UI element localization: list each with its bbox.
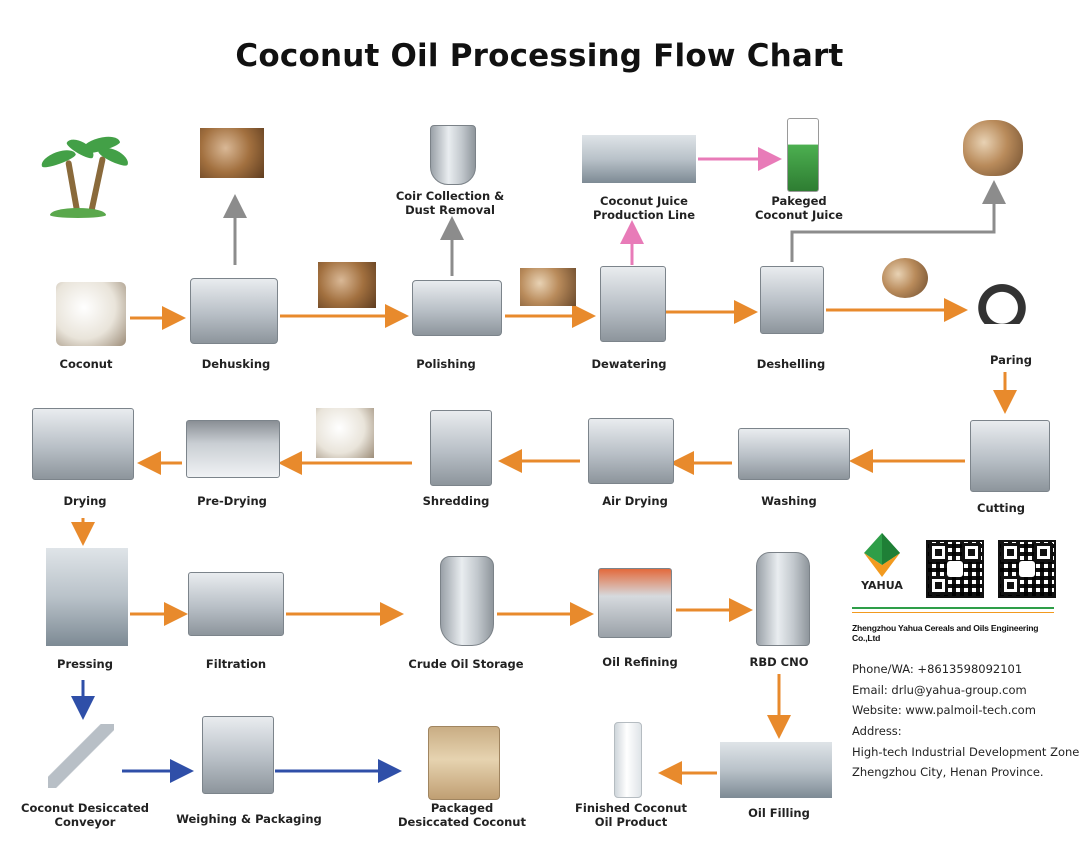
desiccated-bag-image [428,726,500,800]
node-washing: Washing [761,494,817,508]
phone-text: Phone/WA: +8613598092101 [852,662,1023,676]
website-text: Website: www.palmoil-tech.com [852,703,1036,717]
node-rbd-cno: RBD CNO [749,655,809,669]
coconut-image [56,282,126,346]
node-paring: Paring [990,353,1032,367]
rbd-cno-tank-image [756,552,810,646]
yahua-logo-icon [864,533,900,577]
juice-box-image [787,118,819,192]
node-crude-storage: Crude Oil Storage [408,657,524,671]
oil-refining-image [598,568,672,638]
crude-oil-tank-image [440,556,494,646]
node-weighing: Weighing & Packaging [176,812,322,826]
node-oil-refining: Oil Refining [602,655,678,669]
node-polishing: Polishing [416,357,476,371]
email-text: Email: drlu@yahua-group.com [852,683,1027,697]
weighing-machine-image [202,716,274,794]
brown-coconut-image [882,258,928,298]
node-coconut: Coconut [59,357,113,371]
company-name: Zhengzhou Yahua Cereals and Oils Enginee… [852,623,1039,643]
oil-filling-image [720,742,832,798]
node-dehusking: Dehusking [201,357,271,371]
green-divider [852,607,1054,609]
polished-coconut-image [520,268,576,306]
node-juice-line: Coconut Juice Production Line [592,194,696,222]
node-pre-drying: Pre-Drying [197,494,267,508]
node-dewatering: Dewatering [591,357,667,371]
polishing-machine-image [412,280,502,336]
node-finished-oil: Finished Coconut Oil Product [575,801,687,829]
node-drying: Drying [63,494,107,508]
dehusking-machine-image [190,278,278,344]
shredded-coconut-image [316,408,374,458]
washing-machine-image [738,428,850,480]
conveyor-image [48,724,114,788]
node-conveyor: Coconut Desiccated Conveyor [21,801,149,829]
cyclone-image [430,125,476,185]
node-oil-filling: Oil Filling [748,806,810,820]
node-pakeged-juice: Pakeged Coconut Juice [755,194,843,222]
juice-line-image [582,135,696,183]
address-line-1: High-tech Industrial Development Zone, [852,745,1079,759]
shredding-machine-image [430,410,492,486]
palm-tree-icon [39,130,132,218]
drying-machine-image [32,408,134,480]
node-deshelling: Deshelling [756,357,826,371]
filtration-machine-image [188,572,284,636]
dewatering-machine-image [600,266,666,342]
node-pressing: Pressing [57,657,113,671]
arrow-deshelling-shell [790,180,1006,262]
node-filtration: Filtration [205,657,267,671]
logo-text: YAHUA [861,579,903,592]
pre-drying-machine-image [186,420,280,478]
husk-image [200,128,264,178]
qr-code-icon [926,540,984,598]
chart-title: Coconut Oil Processing Flow Chart [235,38,844,74]
address-label: Address: [852,724,902,738]
orange-divider [852,612,1054,613]
wechat-qr-icon [998,540,1056,598]
node-packaged-desiccated: Packaged Desiccated Coconut [398,801,526,829]
shell-image [963,120,1023,176]
oil-bottle-image [614,722,642,798]
cutting-machine-image [970,420,1050,492]
paring-tool-image [978,270,1038,324]
node-shredding: Shredding [422,494,490,508]
node-air-drying: Air Drying [602,494,668,508]
node-coir: Coir Collection & Dust Removal [395,189,505,217]
pressing-machine-image [46,548,128,646]
deshelling-machine-image [760,266,824,334]
air-drying-machine-image [588,418,674,484]
node-cutting: Cutting [977,501,1025,515]
address-line-2: Zhengzhou City, Henan Province. [852,765,1044,779]
dehusked-coconut-image [318,262,376,308]
